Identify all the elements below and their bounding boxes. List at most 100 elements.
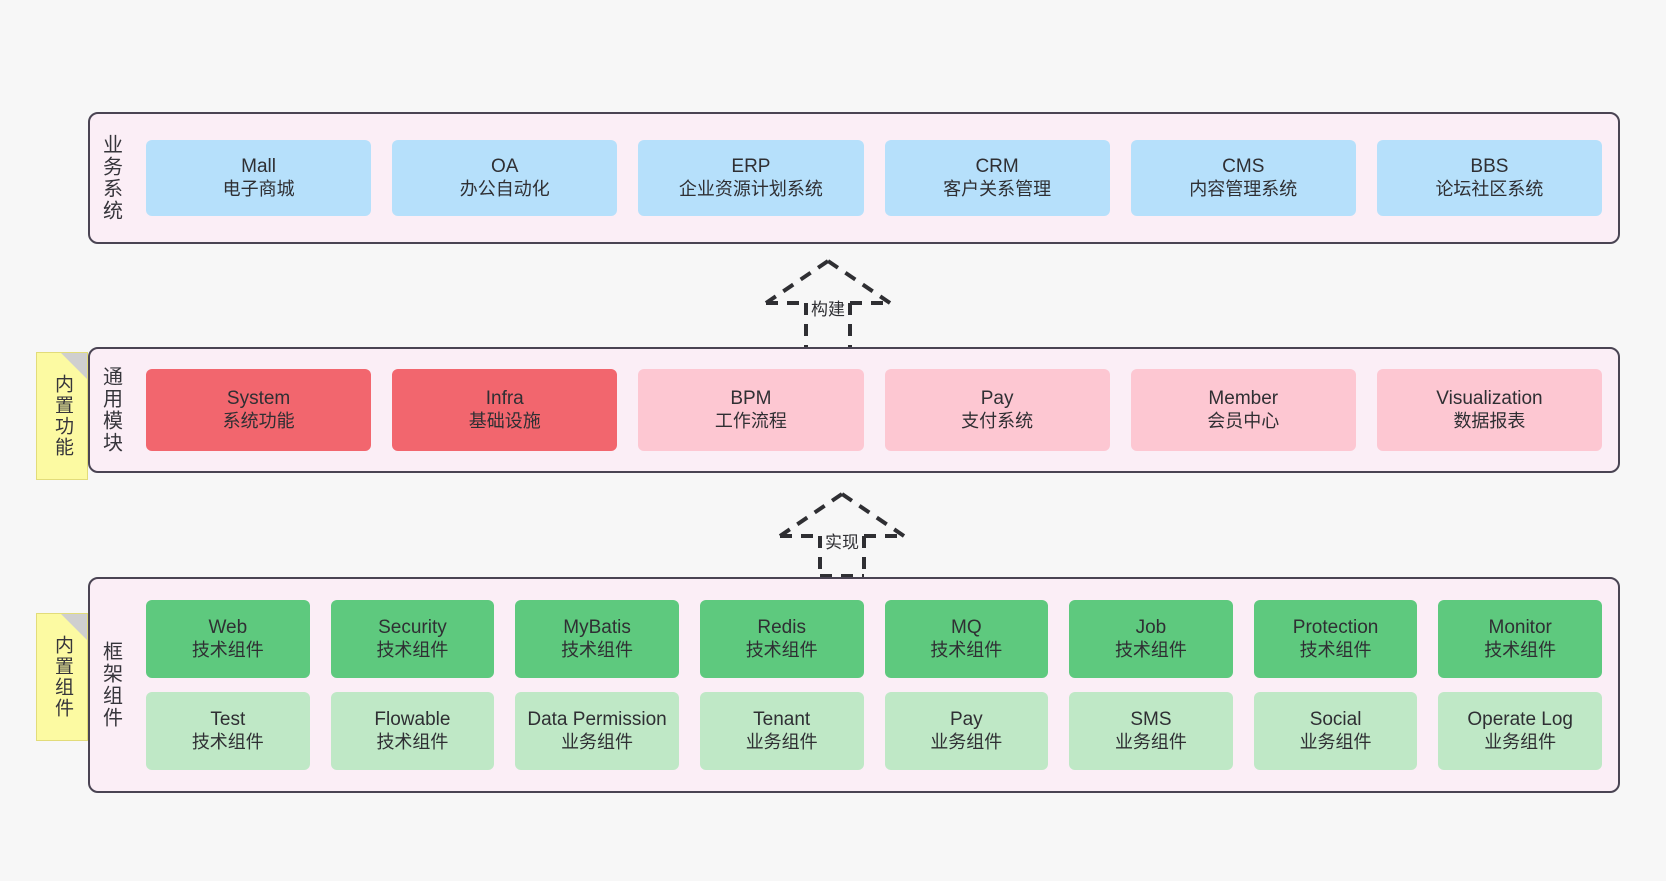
- card-title-cn: 工作流程: [714, 410, 787, 431]
- card-test[interactable]: Test 技术组件: [146, 692, 310, 770]
- card-title-cn: 技术组件: [745, 639, 818, 660]
- card-title-en: MQ: [951, 617, 982, 639]
- card-title-cn: 业务组件: [745, 731, 818, 752]
- connector-label-implement: 实现: [825, 533, 859, 552]
- card-title-cn: 技术组件: [376, 731, 449, 752]
- layer-body-common-modules: System 系统功能 Infra 基础设施 BPM 工作流程 Pay 支付系统…: [130, 349, 1618, 471]
- card-title-en: Social: [1309, 709, 1362, 731]
- card-sms[interactable]: SMS 业务组件: [1069, 692, 1233, 770]
- card-title-cn: 业务组件: [1484, 731, 1557, 752]
- card-row-business: Mall 电子商城 OA 办公自动化 ERP 企业资源计划系统 CRM 客户关系…: [146, 140, 1603, 216]
- card-pay-component[interactable]: Pay 业务组件: [884, 692, 1049, 770]
- card-title-en: Web: [208, 617, 248, 639]
- card-title-en: BPM: [730, 388, 772, 410]
- card-title-cn: 电子商城: [222, 178, 295, 199]
- card-title-cn: 业务组件: [930, 731, 1003, 752]
- sticky-note-label: 内置组件: [51, 635, 73, 719]
- layer-body-business-systems: Mall 电子商城 OA 办公自动化 ERP 企业资源计划系统 CRM 客户关系…: [130, 114, 1618, 242]
- card-title-en: CMS: [1222, 156, 1265, 178]
- card-title-cn: 业务组件: [561, 731, 634, 752]
- card-title-en: Job: [1135, 617, 1167, 639]
- card-title-en: Pay: [980, 388, 1014, 410]
- layer-framework-components[interactable]: 框架组件 Web 技术组件 Security 技术组件 MyBatis 技术组件…: [88, 577, 1620, 793]
- card-title-cn: 内容管理系统: [1189, 178, 1298, 199]
- layer-common-modules[interactable]: 通用模块 System 系统功能 Infra 基础设施 BPM 工作流程 Pay…: [88, 347, 1620, 473]
- card-infra[interactable]: Infra 基础设施: [392, 369, 618, 451]
- card-title-cn: 技术组件: [1114, 639, 1187, 660]
- connector-implement: 实现: [762, 488, 922, 588]
- card-pay-module[interactable]: Pay 支付系统: [884, 369, 1110, 451]
- card-title-cn: 业务组件: [1299, 731, 1372, 752]
- card-title-en: Protection: [1292, 617, 1379, 639]
- card-visualization[interactable]: Visualization 数据报表: [1376, 369, 1603, 451]
- card-security[interactable]: Security 技术组件: [330, 600, 495, 678]
- card-title-cn: 会员中心: [1207, 410, 1280, 431]
- card-title-en: Flowable: [374, 709, 451, 731]
- card-title-cn: 技术组件: [191, 731, 264, 752]
- card-title-cn: 客户关系管理: [943, 178, 1052, 199]
- card-title-cn: 技术组件: [930, 639, 1003, 660]
- card-erp[interactable]: ERP 企业资源计划系统: [638, 140, 864, 216]
- card-protection[interactable]: Protection 技术组件: [1253, 600, 1418, 678]
- card-title-en: MyBatis: [563, 617, 631, 639]
- card-title-en: Redis: [757, 617, 806, 639]
- card-title-cn: 支付系统: [961, 410, 1034, 431]
- card-bpm[interactable]: BPM 工作流程: [638, 369, 864, 451]
- card-title-en: Operate Log: [1467, 709, 1573, 731]
- card-title-cn: 办公自动化: [459, 178, 550, 199]
- layer-body-framework-components: Web 技术组件 Security 技术组件 MyBatis 技术组件 Redi…: [130, 579, 1618, 791]
- card-row-modules: System 系统功能 Infra 基础设施 BPM 工作流程 Pay 支付系统…: [146, 369, 1603, 451]
- card-mq[interactable]: MQ 技术组件: [884, 600, 1049, 678]
- card-title-cn: 系统功能: [222, 410, 295, 431]
- card-bbs[interactable]: BBS 论坛社区系统: [1376, 140, 1603, 216]
- card-title-cn: 基础设施: [468, 410, 541, 431]
- card-title-en: CRM: [975, 156, 1019, 178]
- card-row-framework-tech: Web 技术组件 Security 技术组件 MyBatis 技术组件 Redi…: [146, 600, 1602, 678]
- sticky-note-label: 内置功能: [51, 374, 73, 458]
- card-monitor[interactable]: Monitor 技术组件: [1438, 600, 1602, 678]
- card-title-cn: 技术组件: [1484, 639, 1557, 660]
- layer-business-systems[interactable]: 业务系统 Mall 电子商城 OA 办公自动化 ERP 企业资源计划系统 CRM…: [88, 112, 1620, 244]
- card-title-en: SMS: [1130, 709, 1172, 731]
- card-crm[interactable]: CRM 客户关系管理: [884, 140, 1110, 216]
- card-title-en: Infra: [485, 388, 524, 410]
- card-social[interactable]: Social 业务组件: [1253, 692, 1418, 770]
- card-title-cn: 技术组件: [376, 639, 449, 660]
- card-mybatis[interactable]: MyBatis 技术组件: [515, 600, 679, 678]
- connector-label-build: 构建: [811, 300, 845, 319]
- card-system[interactable]: System 系统功能: [146, 369, 372, 451]
- card-web[interactable]: Web 技术组件: [146, 600, 310, 678]
- card-job[interactable]: Job 技术组件: [1069, 600, 1233, 678]
- card-tenant[interactable]: Tenant 业务组件: [699, 692, 864, 770]
- card-title-en: BBS: [1470, 156, 1509, 178]
- card-mall[interactable]: Mall 电子商城: [146, 140, 372, 216]
- card-title-en: Tenant: [753, 709, 811, 731]
- card-oa[interactable]: OA 办公自动化: [392, 140, 618, 216]
- card-title-cn: 技术组件: [1299, 639, 1372, 660]
- sticky-note-builtin-features[interactable]: 内置功能: [36, 352, 88, 480]
- card-title-cn: 数据报表: [1453, 410, 1526, 431]
- card-redis[interactable]: Redis 技术组件: [699, 600, 864, 678]
- card-member[interactable]: Member 会员中心: [1130, 369, 1356, 451]
- card-title-en: System: [226, 388, 291, 410]
- card-data-permission[interactable]: Data Permission 业务组件: [515, 692, 679, 770]
- card-cms[interactable]: CMS 内容管理系统: [1130, 140, 1356, 216]
- card-title-en: OA: [491, 156, 519, 178]
- layer-title-framework-components: 框架组件: [99, 641, 122, 729]
- card-title-cn: 论坛社区系统: [1435, 178, 1544, 199]
- card-title-en: Test: [210, 709, 246, 731]
- card-title-en: Visualization: [1436, 388, 1543, 410]
- card-title-cn: 技术组件: [561, 639, 634, 660]
- card-title-en: ERP: [731, 156, 771, 178]
- generalization-arrow-icon: [778, 492, 906, 578]
- card-title-en: Pay: [949, 709, 983, 731]
- card-title-en: Monitor: [1488, 617, 1552, 639]
- card-title-en: Mall: [241, 156, 276, 178]
- card-flowable[interactable]: Flowable 技术组件: [330, 692, 495, 770]
- card-title-en: Security: [378, 617, 447, 639]
- layer-title-business-systems: 业务系统: [99, 134, 122, 222]
- card-operate-log[interactable]: Operate Log 业务组件: [1438, 692, 1602, 770]
- sticky-note-builtin-components[interactable]: 内置组件: [36, 613, 88, 741]
- connector-build: 构建: [748, 255, 908, 355]
